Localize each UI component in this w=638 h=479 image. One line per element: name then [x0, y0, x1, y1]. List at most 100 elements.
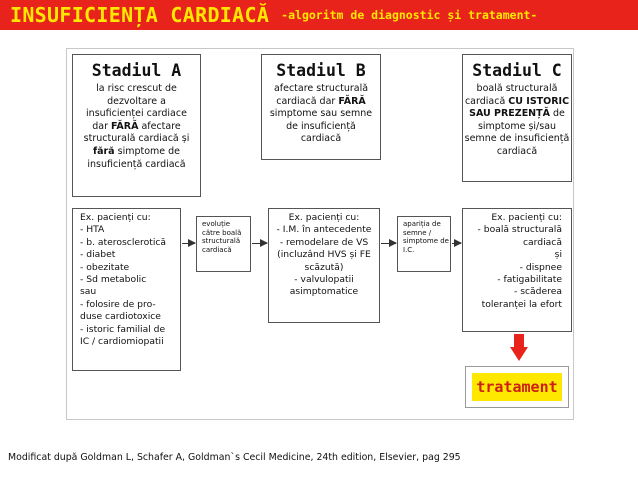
stage-text: simptome sau semne [269, 108, 373, 120]
stage-title: Stadiul B [276, 61, 366, 80]
stage-line: dezvoltare a [73, 96, 200, 109]
stage-text: simptome și/sau [477, 120, 557, 132]
example-line: asimptomatice [289, 286, 359, 298]
stage-line: insuficiență cardiacă [73, 159, 200, 172]
arrow-to-transition-2 [381, 239, 397, 247]
stage-text: de insuficiență [286, 120, 356, 132]
example-line: - fatigabilitate [497, 274, 562, 286]
stage-text: insuficiență cardiacă [87, 158, 186, 170]
example-line: cardiacă [523, 236, 562, 248]
stage-title: Stadiul A [91, 61, 182, 80]
example-line: Ex. pacienți cu: [491, 212, 562, 223]
example-line: - dispnee [519, 261, 562, 273]
stage-text: FĂRĂ [111, 120, 139, 132]
example-line: - scăderea [513, 286, 562, 298]
stage-text: fără [92, 145, 115, 157]
stage-line: boală structurală [463, 83, 571, 96]
transition-line: simptome de [403, 237, 449, 246]
stage-line: simptome sau semne [262, 108, 380, 121]
example-line: Ex. pacienți cu: [80, 212, 151, 223]
treatment-box: tratament [465, 366, 569, 408]
stage-text: afectare structurală [273, 83, 369, 94]
example-line: - istoric familial de [80, 323, 166, 335]
stage-line: insuficienței cardiace [73, 108, 200, 121]
stage-b-examples: Ex. pacienți cu:- I.M. în antecedente- r… [268, 208, 380, 323]
stage-line: fără simptome de [73, 146, 200, 159]
stage-text: FĂRĂ [338, 95, 366, 107]
transition-line: apariția de [403, 220, 441, 228]
example-line: IC / cardiomiopatii [80, 336, 164, 348]
stage-line: afectare structurală [262, 83, 380, 96]
page-subtitle: -algoritm de diagnostic și tratament- [281, 8, 538, 22]
stage-text: cardiacă [464, 95, 509, 107]
stage-line: cardiacă [463, 146, 571, 159]
stage-line: cardiacă [262, 133, 380, 146]
stage-title: Stadiul C [472, 61, 562, 80]
stage-line: dar FĂRĂ afectare [73, 121, 200, 134]
stage-text: insuficienței cardiace [86, 108, 187, 120]
stage-line: de insuficiență [262, 121, 380, 134]
treatment-label: tratament [472, 373, 562, 401]
stage-text: semne de insuficiență [464, 133, 570, 145]
source-citation: Modificat după Goldman L, Schafer A, Gol… [8, 452, 461, 463]
red-arrow-head [510, 347, 528, 361]
example-line: - I.M. în antecedente [276, 224, 372, 236]
example-line: și [554, 249, 562, 261]
example-line: - boală structurală [477, 224, 562, 236]
stage-line: cardiacă CU ISTORIC [463, 96, 571, 109]
arrow-to-transition-1 [182, 239, 196, 247]
stage-line: simptome și/sau [463, 121, 571, 134]
transition-line: semne / [403, 228, 432, 237]
stage-line: semne de insuficiență [463, 133, 571, 146]
transition-line: I.C. [403, 245, 415, 254]
example-line: - b. aterosclerotică [80, 236, 167, 248]
stage-text: dezvoltare a [107, 95, 166, 107]
stage-text: cardiacă dar [276, 95, 339, 107]
example-line: toleranței la efort [481, 298, 562, 310]
example-line: duse cardiotoxice [80, 311, 161, 323]
example-line: - diabet [80, 249, 116, 261]
stage-a-examples: Ex. pacienți cu:- HTA- b. aterosclerotic… [72, 208, 181, 371]
stage-text: dar [92, 120, 111, 132]
stage-text: afectare [138, 120, 181, 132]
stage-line: cardiacă dar FĂRĂ [262, 96, 380, 109]
arrow-to-stage-c-examples [452, 239, 462, 247]
stage-line: structurală cardiacă și [73, 133, 200, 146]
title-banner: INSUFICIENȚA CARDIACĂ -algoritm de diagn… [0, 0, 638, 30]
example-line: - obezitate [80, 261, 130, 273]
stage-text: simptome de [114, 145, 181, 157]
stage-line: la risc crescut de [73, 83, 200, 96]
stage-text: cardiacă [496, 145, 538, 157]
example-line: Ex. pacienți cu: [288, 212, 360, 223]
example-line: sau [80, 286, 97, 298]
example-line: - HTA [80, 224, 105, 236]
transition-line: structurală [202, 237, 241, 246]
example-line: scăzută) [304, 261, 344, 273]
stage-text: boală structurală [476, 83, 558, 94]
example-line: - folosire de pro- [80, 298, 156, 310]
stage-text: de [549, 108, 565, 120]
stage-text: CU ISTORIC [508, 95, 570, 107]
example-line: - valvulopatii [294, 274, 354, 286]
example-line: (incluzând HVS și FE [277, 249, 371, 261]
red-arrow-shaft [514, 334, 524, 348]
stage-text: structurală cardiacă și [83, 133, 190, 145]
stage-line: SAU PREZENȚĂ de [463, 108, 571, 121]
transition-line: cardiacă [202, 245, 232, 254]
page-title: INSUFICIENȚA CARDIACĂ [10, 3, 270, 27]
stage-text: SAU PREZENȚĂ [469, 108, 550, 120]
example-line: - remodelare de VS [279, 236, 369, 248]
stage-text: la risc crescut de [96, 83, 177, 94]
stage-text: cardiacă [300, 133, 342, 145]
arrow-to-stage-b-examples [252, 239, 268, 247]
transition-line: către boală [202, 228, 242, 237]
